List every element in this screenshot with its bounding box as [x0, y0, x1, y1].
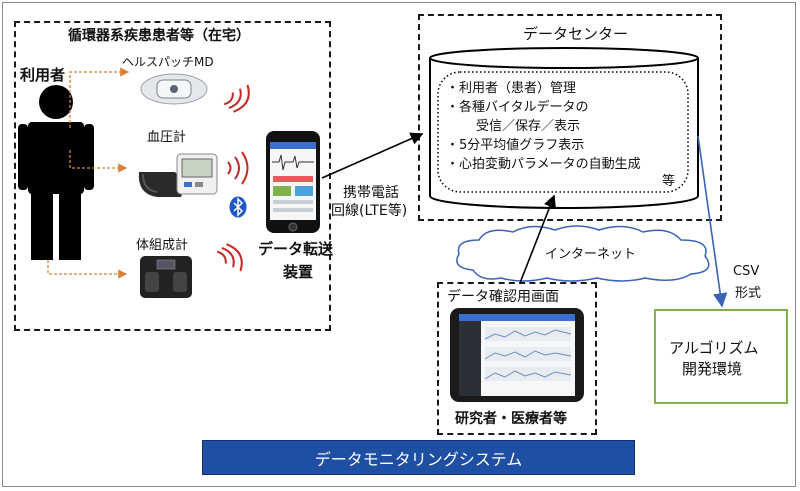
patient-section-title: 循環器系疾患患者等（在宅）	[68, 28, 250, 44]
phone-to-data-center-arrow	[321, 132, 424, 179]
body-composition-scale-icon	[140, 256, 192, 298]
signal-wave-icon	[216, 243, 243, 272]
csv-export-arrow	[697, 135, 728, 308]
data-center-etc: 等	[662, 174, 676, 189]
viewer-section	[437, 282, 597, 435]
mobile-line-label-1: 携帯電話	[343, 185, 399, 201]
database-cylinder-icon	[429, 47, 699, 209]
device-label-body-composition: 体組成計	[136, 238, 189, 253]
csv-label-1: CSV	[733, 264, 760, 279]
patient-home-section	[14, 21, 331, 331]
system-banner	[202, 440, 635, 475]
data-center-function-5: ・心拍変動パラメータの自動生成	[446, 157, 641, 172]
user-label: 利用者	[20, 66, 66, 84]
mobile-line-label-2: 回線(LTE等)	[331, 203, 408, 219]
signal-wave-icon	[227, 151, 249, 185]
algorithm-box	[654, 309, 788, 404]
viewer-to-data-center-arrow	[519, 194, 556, 284]
health-patch-icon	[140, 73, 208, 105]
tablet-icon	[450, 308, 584, 402]
data-center-function-1: ・利用者（患者）管理	[446, 81, 577, 96]
blood-pressure-monitor-icon	[138, 153, 218, 197]
viewer-caption: 研究者・医療者等	[455, 411, 567, 427]
data-center-section	[418, 14, 722, 221]
internet-label: インターネット	[545, 247, 637, 262]
person-to-blood-pressure-connector	[69, 150, 128, 173]
smartphone-icon	[266, 131, 320, 233]
data-center-function-4: ・5分平均値グラフ表示	[446, 138, 585, 153]
algorithm-label-1: アルゴリズム	[669, 339, 759, 357]
device-label-health-patch: ヘルスパッチMD	[122, 55, 214, 69]
algorithm-label-2: 開発環境	[682, 360, 743, 378]
transfer-device-label-2: 装置	[283, 263, 314, 281]
data-center-function-2: ・各種バイタルデータの	[446, 100, 589, 115]
signal-wave-icon	[223, 84, 250, 113]
person-to-health-patch-connector	[69, 67, 130, 128]
person-to-scale-connector	[47, 260, 128, 279]
viewer-title: データ確認用画面	[447, 289, 559, 305]
transfer-device-label-1: データ転送	[258, 240, 334, 258]
person-icon	[18, 85, 94, 260]
system-banner-label: データモニタリングシステム	[314, 450, 523, 469]
bluetooth-icon	[229, 196, 247, 218]
cloud-icon	[456, 225, 710, 282]
device-label-blood-pressure: 血圧計	[147, 130, 187, 145]
csv-label-2: 形式	[735, 286, 762, 301]
data-center-function-3: 受信／保存／表示	[476, 119, 581, 134]
data-center-title: データセンター	[523, 25, 629, 43]
